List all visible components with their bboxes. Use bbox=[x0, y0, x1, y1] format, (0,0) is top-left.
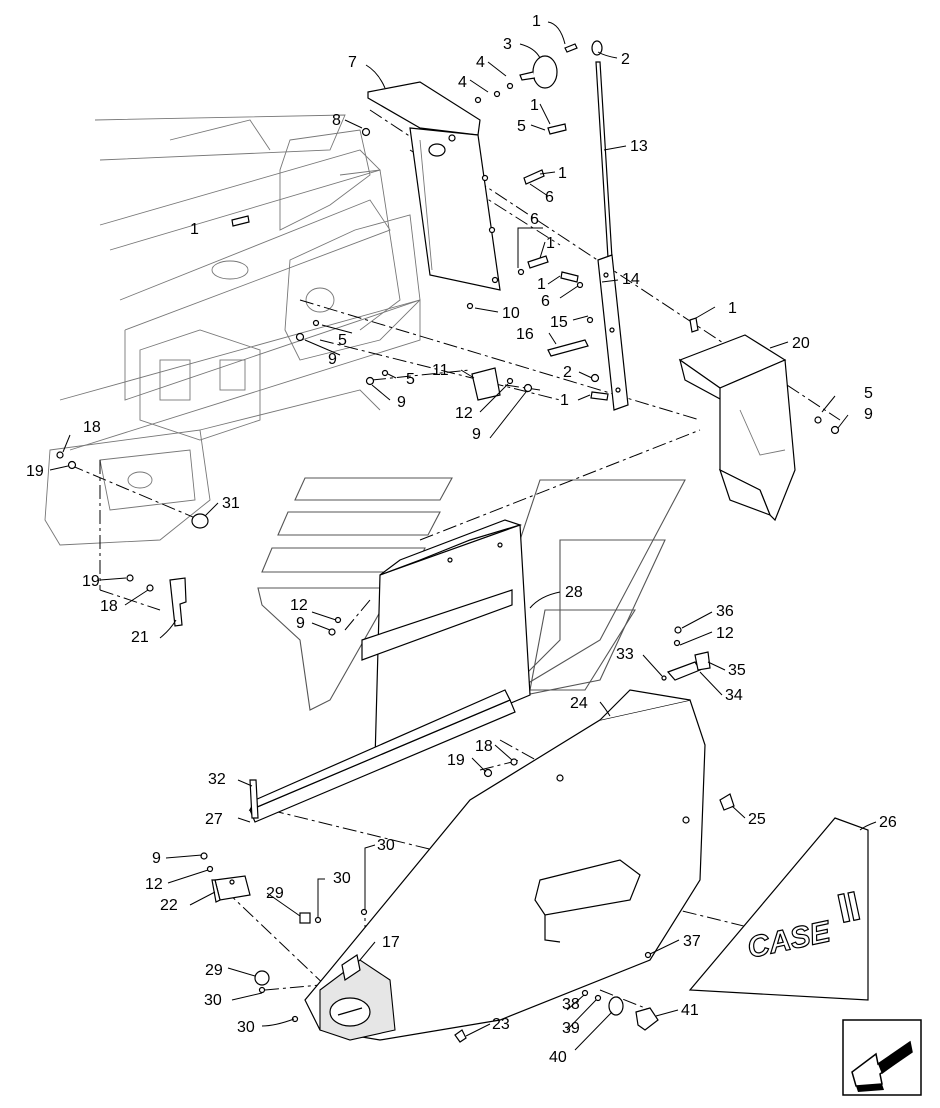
callout-17: 17 bbox=[382, 934, 400, 951]
callout-1: 1 bbox=[190, 221, 199, 238]
part-24-hood bbox=[304, 689, 706, 1041]
callout-1: 1 bbox=[532, 13, 541, 30]
callout-29: 29 bbox=[205, 962, 223, 979]
callout-18: 18 bbox=[83, 419, 101, 436]
part-29-knob-lower bbox=[254, 970, 270, 986]
callout-9: 9 bbox=[864, 406, 873, 423]
callout-9: 9 bbox=[152, 850, 161, 867]
callout-18: 18 bbox=[475, 738, 493, 755]
callout-15: 15 bbox=[550, 314, 568, 331]
callout-8: 8 bbox=[332, 112, 341, 129]
callout-22: 22 bbox=[160, 897, 178, 914]
callout-5: 5 bbox=[406, 371, 415, 388]
leader-lines bbox=[49, 21, 877, 1051]
callout-12: 12 bbox=[145, 876, 163, 893]
callout-5: 5 bbox=[864, 385, 873, 402]
callout-19: 19 bbox=[26, 463, 44, 480]
part-20-bracket bbox=[678, 334, 796, 522]
callout-27: 27 bbox=[205, 811, 223, 828]
part-13-rod bbox=[595, 61, 613, 259]
part-29-knob-upper bbox=[299, 912, 311, 924]
callout-9: 9 bbox=[328, 351, 337, 368]
part-26-decal: CASE bbox=[688, 817, 869, 1001]
arrow-left-down-icon[interactable] bbox=[842, 1019, 922, 1096]
part-16-pin bbox=[547, 339, 589, 357]
callout-34: 34 bbox=[725, 687, 743, 704]
callout-25: 25 bbox=[748, 811, 766, 828]
callout-6: 6 bbox=[541, 293, 550, 310]
callout-30: 30 bbox=[204, 992, 222, 1009]
callout-14: 14 bbox=[622, 271, 640, 288]
part-11-plate bbox=[471, 367, 501, 401]
callout-4: 4 bbox=[476, 54, 485, 71]
callout-31: 31 bbox=[222, 495, 240, 512]
callout-9: 9 bbox=[296, 615, 305, 632]
callout-32: 32 bbox=[208, 771, 226, 788]
part-7-top-bracket bbox=[367, 81, 501, 291]
callout-36: 36 bbox=[716, 603, 734, 620]
part-21-latch bbox=[169, 577, 187, 627]
callout-13: 13 bbox=[630, 138, 648, 155]
callout-33: 33 bbox=[616, 646, 634, 663]
callout-1: 1 bbox=[530, 97, 539, 114]
callout-23: 23 bbox=[492, 1016, 510, 1033]
part-23-bolt bbox=[454, 1029, 467, 1043]
callout-41: 41 bbox=[681, 1002, 699, 1019]
part-34-35-latch bbox=[666, 651, 711, 681]
callout-1: 1 bbox=[546, 235, 555, 252]
callout-24: 24 bbox=[570, 695, 588, 712]
callout-6: 6 bbox=[545, 189, 554, 206]
callout-30: 30 bbox=[377, 837, 395, 854]
part-3-dome-washer bbox=[519, 55, 558, 89]
callout-1: 1 bbox=[537, 276, 546, 293]
callout-4: 4 bbox=[458, 74, 467, 91]
part-14-strap bbox=[597, 254, 629, 411]
callout-40: 40 bbox=[549, 1049, 567, 1066]
callout-39: 39 bbox=[562, 1020, 580, 1037]
callout-9: 9 bbox=[397, 394, 406, 411]
callout-12: 12 bbox=[455, 405, 473, 422]
part-22-bracket bbox=[211, 875, 251, 903]
callout-3: 3 bbox=[503, 36, 512, 53]
callout-1: 1 bbox=[560, 392, 569, 409]
callout-6: 6 bbox=[530, 211, 539, 228]
callout-35: 35 bbox=[728, 662, 746, 679]
callout-30: 30 bbox=[333, 870, 351, 887]
callout-7: 7 bbox=[348, 54, 357, 71]
callout-1: 1 bbox=[728, 300, 737, 317]
callout-21: 21 bbox=[131, 629, 149, 646]
part-28-shield bbox=[248, 519, 531, 823]
callout-12: 12 bbox=[716, 625, 734, 642]
callout-37: 37 bbox=[683, 933, 701, 950]
callouts: 1 2 3 4 4 7 8 1 5 13 1 6 1 6 1 14 1 6 10… bbox=[26, 13, 897, 1066]
part-41-clip bbox=[635, 1007, 659, 1031]
callout-2: 2 bbox=[563, 364, 572, 381]
part-40-washer bbox=[608, 996, 624, 1016]
callout-11: 11 bbox=[432, 362, 449, 379]
callout-1: 1 bbox=[558, 165, 567, 182]
callout-30: 30 bbox=[237, 1019, 255, 1036]
callout-19: 19 bbox=[82, 573, 100, 590]
callout-28: 28 bbox=[565, 584, 583, 601]
callout-12: 12 bbox=[290, 597, 308, 614]
header-frame-background bbox=[44, 114, 421, 546]
callout-10: 10 bbox=[502, 305, 520, 322]
callout-29: 29 bbox=[266, 885, 284, 902]
callout-18: 18 bbox=[100, 598, 118, 615]
callout-20: 20 bbox=[792, 335, 810, 352]
callout-38: 38 bbox=[562, 996, 580, 1013]
part-31-washer bbox=[191, 513, 209, 529]
callout-19: 19 bbox=[447, 752, 465, 769]
callout-26: 26 bbox=[879, 814, 897, 831]
callout-2: 2 bbox=[621, 51, 630, 68]
callout-9: 9 bbox=[472, 426, 481, 443]
callout-5: 5 bbox=[517, 118, 526, 135]
part-2-washer-top bbox=[591, 40, 603, 56]
callout-16: 16 bbox=[516, 326, 534, 343]
callout-5: 5 bbox=[338, 332, 347, 349]
